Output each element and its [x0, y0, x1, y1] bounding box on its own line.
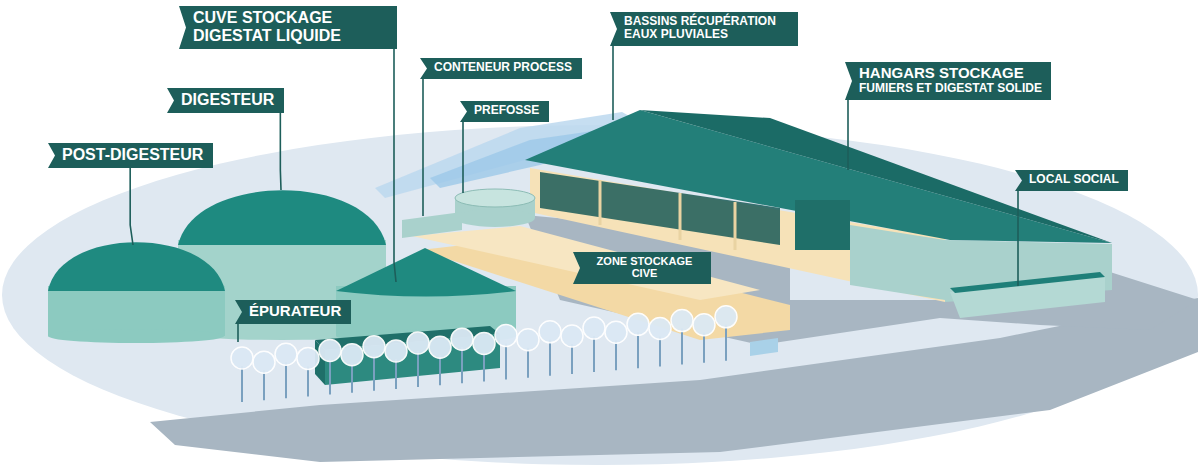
tree-trunk	[571, 344, 573, 374]
local-social-roof	[950, 272, 1105, 293]
leader-line	[612, 46, 614, 120]
callout-text: DIGESTEUR	[181, 91, 274, 109]
callout-text: POST-DIGESTEUR	[62, 146, 203, 164]
small-box	[750, 338, 778, 356]
tree-trunk	[725, 325, 727, 361]
callout-tag: PREFOSSE	[460, 101, 548, 121]
tag-fill	[1015, 170, 1128, 191]
tree-trunk	[615, 340, 617, 370]
leader-line	[394, 49, 396, 282]
callout-tag: LOCAL SOCIAL	[1015, 170, 1128, 190]
tree-crown	[517, 329, 539, 351]
callout-tag: DIGESTEUR	[167, 88, 283, 113]
leader-line	[847, 99, 849, 170]
yard	[525, 215, 1198, 345]
tree-crown	[451, 328, 473, 350]
tree-crown	[561, 325, 583, 347]
tree-trunk	[417, 351, 419, 387]
leader-line	[1017, 190, 1019, 286]
tree-crown	[275, 343, 297, 365]
tree-trunk	[373, 355, 375, 391]
leader-line	[280, 113, 282, 190]
digestate-tank-roof	[336, 248, 516, 297]
tree-trunk	[241, 366, 243, 402]
tag-fill	[420, 58, 582, 79]
tree-crown	[495, 325, 517, 347]
tag-fill	[48, 143, 213, 168]
tree-crown	[715, 306, 737, 328]
tree-trunk	[637, 332, 639, 368]
tree-crown	[671, 310, 693, 332]
tag-fill	[179, 6, 397, 49]
callout-tag: BASSINS RÉCUPÉRATION EAUX PLUVIALES	[610, 12, 798, 46]
post-digester-tank	[48, 286, 225, 336]
tree-crown	[627, 313, 649, 335]
tree-crown	[363, 336, 385, 358]
tree-crown	[407, 332, 429, 354]
tree-crown	[253, 351, 275, 373]
ground-ellipse	[2, 125, 1198, 465]
tree-trunk	[505, 344, 507, 380]
tree-trunk	[263, 370, 265, 400]
callout-tag: ÉPURATEUR	[235, 300, 350, 324]
tag-fill	[573, 252, 711, 284]
tree-crown	[429, 336, 451, 358]
callout-text: BASSINS RÉCUPÉRATION EAUX PLUVIALES	[624, 15, 789, 42]
callout-tag: CONTENEUR PROCESS	[420, 58, 581, 78]
callout-tag: HANGARS STOCKAGEFUMIERS ET DIGESTAT SOLI…	[845, 62, 1051, 99]
tree-trunk	[527, 348, 529, 378]
tag-fill	[845, 62, 1051, 100]
callout-text: ZONE STOCKAGE CIVE	[587, 255, 702, 280]
tree-trunk	[593, 336, 595, 372]
tree-trunk	[439, 355, 441, 385]
tree-trunk	[659, 336, 661, 366]
tree-trunk	[351, 363, 353, 393]
callout-tag: POST-DIGESTEUR	[48, 143, 212, 168]
tree-trunk	[329, 359, 331, 395]
tag-fill	[610, 12, 798, 46]
callout-text: FUMIERS ET DIGESTAT SOLIDE	[859, 82, 1042, 95]
tree-crown	[385, 340, 407, 362]
tree-crown	[649, 317, 671, 339]
tree-crown	[539, 321, 561, 343]
tree-trunk	[703, 333, 705, 363]
process-container	[795, 200, 850, 250]
tag-fill	[460, 101, 549, 122]
tree-trunk	[285, 362, 287, 398]
callout-tag: CUVE STOCKAGE DIGESTAT LIQUIDE	[179, 6, 397, 49]
tree-crown	[341, 344, 363, 366]
tree-trunk	[395, 359, 397, 389]
callout-text: HANGARS STOCKAGE	[859, 65, 1042, 82]
tag-fill	[167, 88, 284, 113]
callout-text: PREFOSSE	[474, 104, 539, 117]
tree-trunk	[307, 366, 309, 396]
digester-dome	[178, 190, 386, 245]
tree-crown	[231, 347, 253, 369]
leader-line	[462, 121, 464, 193]
callout-tag: ZONE STOCKAGE CIVE	[573, 252, 711, 284]
tree-crown	[605, 321, 627, 343]
leader-line	[130, 168, 133, 245]
tree-trunk	[483, 351, 485, 381]
tree-crown	[473, 332, 495, 354]
leader-line	[237, 322, 239, 342]
callout-text: ÉPURATEUR	[249, 303, 341, 320]
callout-text: CONTENEUR PROCESS	[434, 61, 572, 74]
tree-trunk	[461, 347, 463, 383]
tree-crown	[583, 317, 605, 339]
process-container-small	[402, 212, 462, 238]
tag-fill	[235, 300, 351, 324]
callout-text: LOCAL SOCIAL	[1029, 173, 1119, 186]
tree-trunk	[549, 340, 551, 376]
tree-crown	[693, 314, 715, 336]
tree-crown	[297, 347, 319, 369]
tree-trunk	[681, 329, 683, 365]
leader-line	[422, 78, 424, 216]
callout-text: CUVE STOCKAGE DIGESTAT LIQUIDE	[193, 9, 388, 45]
post-digester-dome	[48, 242, 225, 291]
tree-crown	[319, 340, 341, 362]
